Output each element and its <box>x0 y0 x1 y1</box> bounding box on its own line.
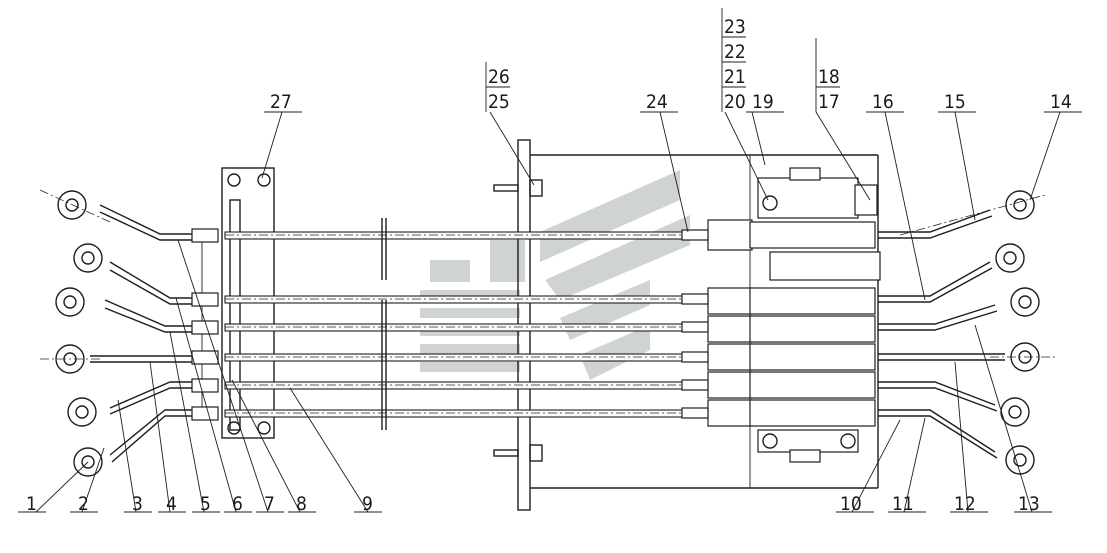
label-8: 8 <box>296 493 307 515</box>
label-9: 9 <box>362 493 373 515</box>
label-19: 19 <box>752 91 774 113</box>
label-13: 13 <box>1018 493 1040 515</box>
left-joints <box>191 228 219 421</box>
label-20: 20 <box>724 91 746 113</box>
label-17: 17 <box>818 91 840 113</box>
label-24: 24 <box>646 91 668 113</box>
label-25: 25 <box>488 91 510 113</box>
label-12: 12 <box>954 493 976 515</box>
control-rods <box>224 218 690 430</box>
label-14: 14 <box>1050 91 1072 113</box>
label-10: 10 <box>840 493 862 515</box>
label-6: 6 <box>232 493 243 515</box>
right-linkages <box>878 190 1055 475</box>
label-5: 5 <box>200 493 211 515</box>
label-4: 4 <box>166 493 177 515</box>
left-linkages <box>39 189 192 477</box>
label-23: 23 <box>724 16 746 38</box>
label-shelves <box>18 8 1082 513</box>
label-7: 7 <box>264 493 275 515</box>
label-18: 18 <box>818 66 840 88</box>
leader-lines <box>35 111 1061 513</box>
label-26: 26 <box>488 66 510 88</box>
label-22: 22 <box>724 41 746 63</box>
label-2: 2 <box>78 493 89 515</box>
label-16: 16 <box>872 91 894 113</box>
label-21: 21 <box>724 66 746 88</box>
part-labels: 1 2 3 4 5 6 7 8 9 10 11 12 13 14 15 16 1… <box>26 16 1072 515</box>
label-27: 27 <box>270 91 292 113</box>
label-15: 15 <box>944 91 966 113</box>
valve-block <box>681 167 881 463</box>
label-11: 11 <box>892 493 914 515</box>
watermark-logo <box>420 170 690 380</box>
label-3: 3 <box>132 493 143 515</box>
label-1: 1 <box>26 493 37 515</box>
